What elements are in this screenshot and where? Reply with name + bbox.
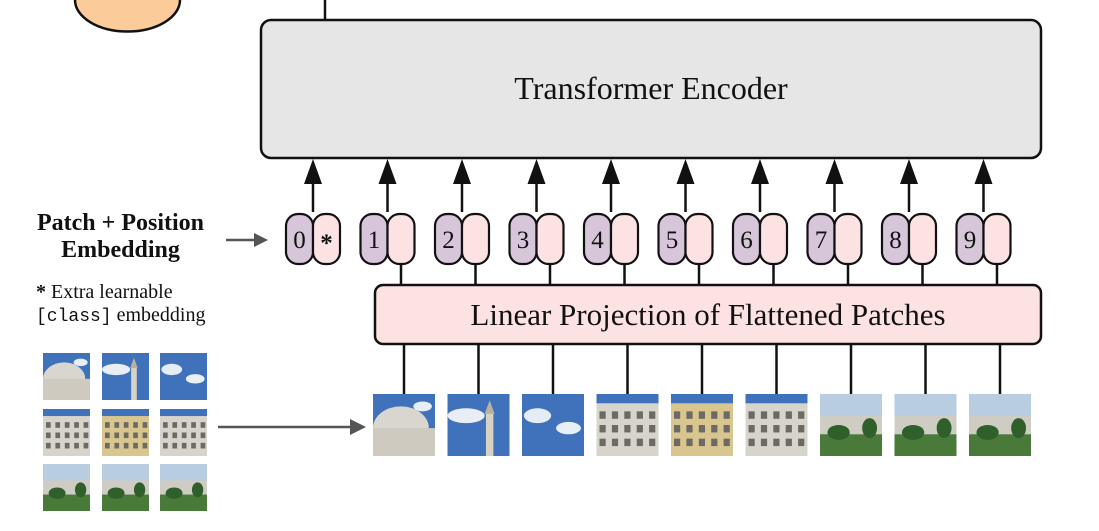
token-arrow-head-9 bbox=[974, 159, 993, 184]
token-1: 1 bbox=[359, 159, 416, 285]
row-patch-8 bbox=[894, 394, 957, 456]
grid-patch-1 bbox=[43, 353, 90, 400]
patch-embedding-0 bbox=[311, 212, 342, 266]
grid-patch-6 bbox=[160, 409, 207, 456]
token-8: 8 bbox=[880, 159, 938, 285]
token-3: 3 bbox=[508, 159, 565, 285]
patches-flatten-arrow bbox=[218, 419, 366, 435]
embedding-label-line2: Embedding bbox=[61, 237, 180, 263]
class-token-star: * bbox=[320, 230, 333, 257]
linear-projection-box bbox=[373, 283, 1043, 346]
position-number-4: 4 bbox=[591, 227, 604, 254]
token-9: 9 bbox=[955, 159, 1012, 285]
transformer-encoder-box bbox=[259, 18, 1043, 160]
flattened-patch-row bbox=[373, 344, 1031, 456]
grid-patch-5 bbox=[102, 409, 149, 456]
note-code: [class] bbox=[36, 307, 112, 327]
row-patch-2 bbox=[447, 394, 510, 456]
row-patch-4 bbox=[596, 394, 659, 456]
position-number-6: 6 bbox=[740, 227, 753, 254]
note-text-1: Extra learnable bbox=[46, 281, 173, 303]
image-patch-grid bbox=[43, 353, 207, 511]
grid-patch-4 bbox=[43, 409, 90, 456]
patch-embedding-1 bbox=[386, 212, 416, 266]
row-patch-6 bbox=[745, 394, 808, 456]
patch-embedding-8 bbox=[907, 212, 938, 266]
token-0: 0* bbox=[284, 159, 342, 266]
position-number-8: 8 bbox=[889, 227, 902, 254]
row-patch-7 bbox=[820, 394, 882, 456]
patch-embedding-2 bbox=[460, 212, 491, 266]
position-number-0: 0 bbox=[293, 227, 306, 254]
patch-embedding-9 bbox=[982, 212, 1012, 266]
token-4: 4 bbox=[582, 159, 640, 285]
note-text-2: embedding bbox=[111, 304, 206, 326]
token-arrow-head-2 bbox=[453, 159, 471, 184]
row-patch-3 bbox=[522, 394, 584, 456]
token-arrow-head-3 bbox=[527, 159, 546, 184]
linear-projection-label: Linear Projection of Flattened Patches bbox=[470, 297, 945, 332]
patch-position-embedding-label: Patch + Position Embedding bbox=[18, 210, 223, 264]
mlp-head-node bbox=[73, 0, 182, 33]
token-arrow-head-6 bbox=[751, 159, 769, 184]
token-arrow-head-8 bbox=[900, 159, 918, 184]
embedding-label-line1: Patch + Position bbox=[36, 210, 204, 236]
row-patch-9 bbox=[969, 394, 1031, 456]
token-arrow-head-4 bbox=[602, 159, 620, 184]
grid-patch-8 bbox=[102, 464, 149, 511]
transformer-encoder-label: Transformer Encoder bbox=[514, 70, 788, 106]
grid-patch-7 bbox=[43, 464, 90, 511]
row-patch-5 bbox=[671, 394, 733, 456]
patch-embedding-6 bbox=[758, 212, 789, 266]
position-number-2: 2 bbox=[442, 227, 455, 254]
extra-class-embedding-note: * Extra learnable [class] embedding bbox=[36, 281, 206, 329]
position-number-3: 3 bbox=[517, 227, 530, 254]
patch-embedding-4 bbox=[609, 212, 640, 266]
position-number-1: 1 bbox=[368, 227, 381, 254]
token-arrow-head-1 bbox=[378, 159, 397, 184]
position-number-7: 7 bbox=[815, 227, 828, 254]
row-patch-1 bbox=[373, 394, 435, 456]
note-star: * bbox=[36, 281, 46, 303]
patch-embedding-5 bbox=[684, 212, 714, 266]
token-arrow-head-0 bbox=[304, 159, 322, 184]
grid-patch-3 bbox=[160, 353, 207, 400]
token-6: 6 bbox=[731, 159, 789, 285]
token-arrow-head-5 bbox=[676, 159, 695, 184]
patch-embedding-3 bbox=[535, 212, 565, 266]
embedding-label-arrow bbox=[226, 233, 268, 247]
grid-patch-2 bbox=[102, 353, 149, 400]
patch-embedding-7 bbox=[833, 212, 863, 266]
grid-patch-9 bbox=[160, 464, 207, 511]
position-number-9: 9 bbox=[964, 227, 977, 254]
token-arrow-head-7 bbox=[825, 159, 844, 184]
token-5: 5 bbox=[657, 159, 714, 285]
position-number-5: 5 bbox=[666, 227, 679, 254]
token-2: 2 bbox=[433, 159, 491, 285]
token-7: 7 bbox=[806, 159, 863, 285]
